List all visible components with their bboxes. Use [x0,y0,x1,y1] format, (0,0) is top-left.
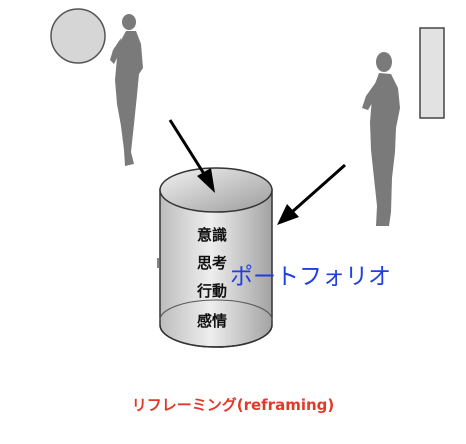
reframing-caption: リフレーミング(reframing) [131,396,335,414]
cylinder-layer-ishiki: 意識 [197,226,228,244]
portfolio-label: ポートフォリオ [230,264,391,290]
cylinder-layer-shikou: 思考 [197,254,228,272]
circle-shape [50,8,106,64]
person-silhouette-right [362,52,400,226]
arrow-from-right-person [277,163,346,225]
cylinder-layer-koudou: 行動 [197,282,228,300]
cylinder-layer-kanjou: 感情 [197,312,228,330]
cylinder-top [159,167,273,213]
arrow-from-left-person [168,119,215,193]
cylinder [157,167,273,348]
frame-rectangle [419,27,445,119]
person-silhouette-left [110,14,143,166]
